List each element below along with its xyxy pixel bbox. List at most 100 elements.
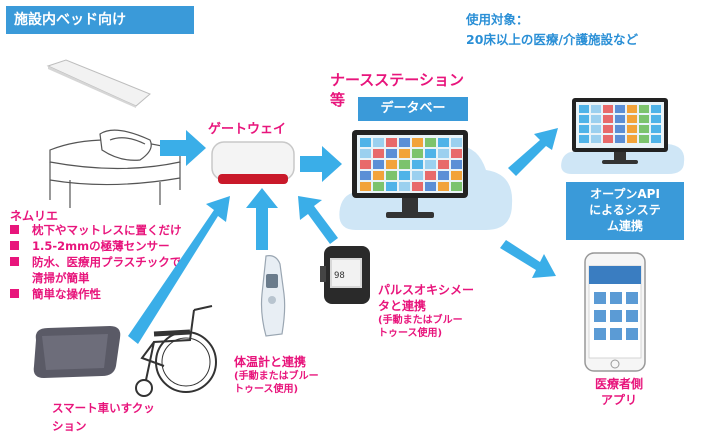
- pulse-label-main1: パルスオキシメー: [378, 283, 475, 297]
- dashboard-tile: [639, 105, 649, 113]
- dashboard-tile: [451, 149, 462, 158]
- dashboard-tile: [603, 125, 613, 133]
- feature-item: 防水、医療用プラスチックで: [10, 254, 240, 270]
- database-label: データベー: [358, 97, 468, 121]
- feature-text: 清掃が簡単: [32, 271, 90, 285]
- gateway-label: ゲートウェイ: [208, 122, 287, 137]
- feature-item: 簡単な操作性: [10, 286, 240, 302]
- thermometer-label: 体温計と連携 (手動またはブルー トゥース使用): [234, 354, 344, 396]
- thermometer-label-sub1: (手動またはブルー: [234, 371, 319, 382]
- arrow-icon: [160, 130, 206, 166]
- dashboard-tile: [579, 105, 589, 113]
- dashboard-tile: [360, 171, 371, 180]
- dashboard-tile: [425, 160, 436, 169]
- dashboard-tile: [627, 125, 637, 133]
- dashboard-tile: [579, 125, 589, 133]
- monitor-icon: [572, 98, 668, 164]
- dashboard-tile: [591, 135, 601, 143]
- wheelchair-icon: [135, 305, 217, 397]
- pulse-label-sub1: (手動またはブルー: [378, 315, 463, 326]
- dashboard-tile: [603, 115, 613, 123]
- cushion-icon: [33, 326, 121, 378]
- station-title-line2: 等: [330, 91, 346, 109]
- arrow-icon: [298, 196, 338, 244]
- staff-app-line1: 医療者側: [594, 377, 643, 391]
- dashboard-tile: [360, 138, 371, 147]
- dashboard-tile: [651, 125, 661, 133]
- dashboard-tile: [399, 182, 410, 191]
- nemurie-title: ネムリエ: [10, 209, 59, 223]
- dashboard-tile: [373, 182, 384, 191]
- open-api-line2: によるシステ: [589, 203, 661, 217]
- usage-scope-line1: 使用対象：: [466, 12, 529, 27]
- dashboard-tile: [627, 105, 637, 113]
- feature-text: 枕下やマットレスに置くだけ: [32, 223, 182, 237]
- dashboard-tile: [651, 135, 661, 143]
- cushion-label-line1: スマート車いすクッ: [52, 401, 155, 415]
- nemurie-features: 枕下やマットレスに置くだけ 1.5-2mmの極薄センサー 防水、医療用プラスチッ…: [10, 222, 240, 302]
- dashboard-tile: [451, 138, 462, 147]
- dashboard-tile: [603, 105, 613, 113]
- pulse-oximeter-icon: 98: [320, 246, 370, 304]
- dashboard-tile: [451, 171, 462, 180]
- dashboard-tile: [591, 125, 601, 133]
- dashboard-tile: [386, 171, 397, 180]
- dashboard-tile: [412, 160, 423, 169]
- dashboard-tile: [438, 138, 449, 147]
- sensor-pad-icon: [46, 59, 151, 108]
- dashboard-tile: [579, 115, 589, 123]
- feature-item: 枕下やマットレスに置くだけ: [10, 222, 240, 238]
- dashboard-tile: [451, 182, 462, 191]
- usage-scope: 使用対象： 20床以上の医療/介護施設など: [466, 10, 716, 50]
- dashboard-tile: [399, 149, 410, 158]
- dashboard-tile: [386, 138, 397, 147]
- dashboard-tile: [651, 115, 661, 123]
- dashboard-tile: [438, 182, 449, 191]
- dashboard-tile: [425, 149, 436, 158]
- monitor-icon: [352, 130, 468, 218]
- dashboard-tile: [425, 138, 436, 147]
- thermometer-label-main: 体温計と連携: [234, 355, 307, 369]
- dashboard-tile: [651, 105, 661, 113]
- dashboard-tile: [412, 149, 423, 158]
- dashboard-tile: [373, 160, 384, 169]
- dashboard-tile: [603, 135, 613, 143]
- dashboard-tile: [591, 105, 601, 113]
- arrow-icon: [500, 240, 556, 278]
- dashboard-tile: [373, 138, 384, 147]
- arrow-icon: [128, 196, 230, 344]
- dashboard-tile: [627, 115, 637, 123]
- open-api-box: オープンAPI によるシステ ム連携: [566, 182, 684, 240]
- page-title: 施設内ベッド向け: [6, 6, 194, 34]
- dashboard-tile: [438, 160, 449, 169]
- pulse-label-main2: タと連携: [378, 299, 427, 313]
- dashboard-tile: [615, 135, 625, 143]
- dashboard-tile: [399, 160, 410, 169]
- feature-item: 1.5-2mmの極薄センサー: [10, 238, 240, 254]
- thermometer-label-sub2: トゥース使用): [234, 384, 299, 395]
- dashboard-tile: [412, 138, 423, 147]
- cushion-label: スマート車いすクッ ション: [52, 399, 212, 435]
- dashboard-tile: [639, 125, 649, 133]
- dashboard-tile: [639, 135, 649, 143]
- dashboard-tile: [386, 182, 397, 191]
- dashboard-tile: [360, 182, 371, 191]
- bed-icon: [49, 129, 181, 208]
- dashboard-tile: [451, 160, 462, 169]
- dashboard-tile: [579, 135, 589, 143]
- open-api-line1: オープンAPI: [590, 187, 660, 201]
- feature-text: 防水、医療用プラスチックで: [32, 255, 182, 269]
- dashboard-tile: [425, 171, 436, 180]
- smartphone-icon: [584, 252, 646, 372]
- feature-text: 1.5-2mmの極薄センサー: [32, 239, 170, 253]
- dashboard-tile: [386, 149, 397, 158]
- dashboard-tile: [615, 125, 625, 133]
- dashboard-tile: [399, 171, 410, 180]
- dashboard-tile: [360, 149, 371, 158]
- dashboard-tile: [360, 160, 371, 169]
- pulse-label-sub2: トゥース使用): [378, 328, 443, 339]
- feature-text: 簡単な操作性: [32, 287, 101, 301]
- staff-app-label: 医療者側 アプリ: [584, 376, 654, 408]
- dashboard-tile: [615, 105, 625, 113]
